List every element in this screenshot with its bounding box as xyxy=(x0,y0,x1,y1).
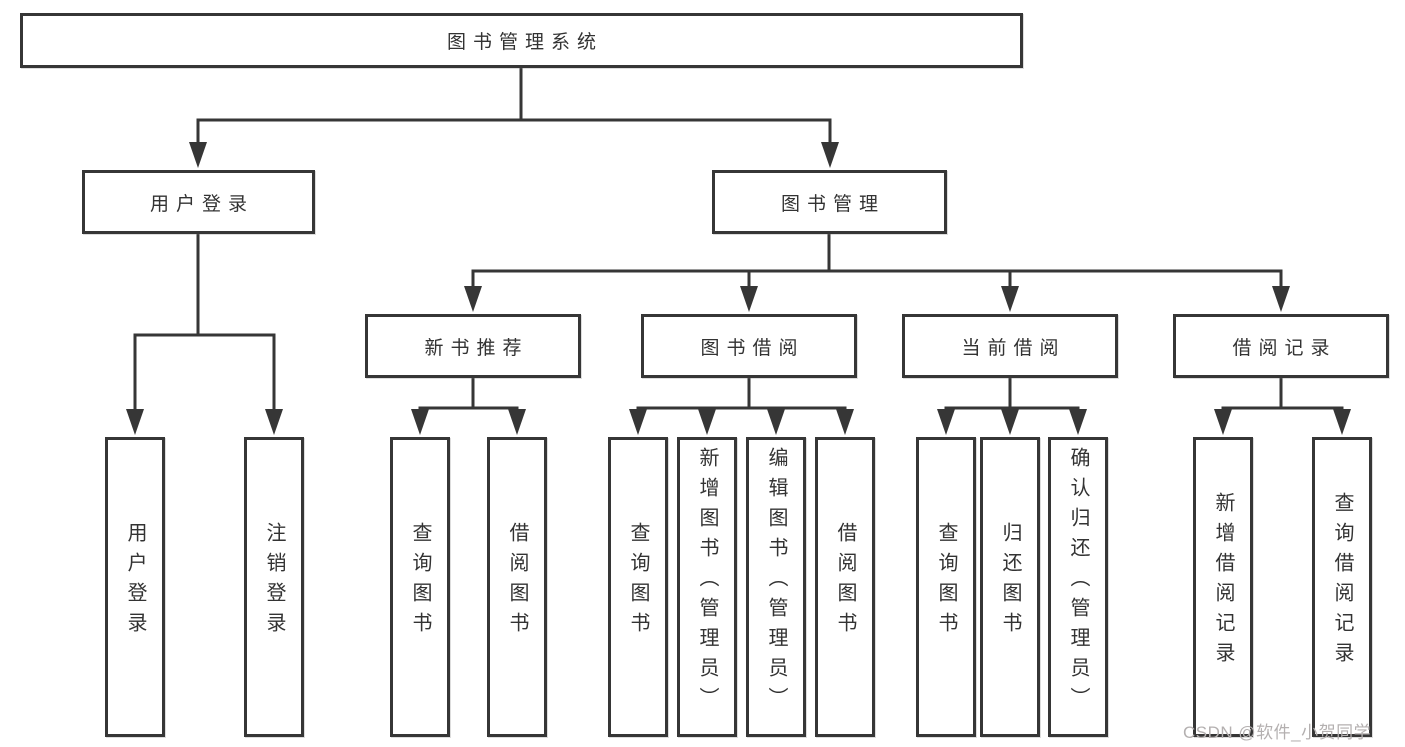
leaf-borrow-add-book-admin: 新增图书（管理员） xyxy=(677,437,737,737)
node-user-login: 用户登录 xyxy=(82,170,315,234)
leaf-label: 查询图书 xyxy=(627,522,649,642)
leaf-borrow-edit-book-admin: 编辑图书（管理员） xyxy=(746,437,806,737)
leaf-current-query-book: 查询图书 xyxy=(916,437,976,737)
leaf-user-login: 用户登录 xyxy=(105,437,165,737)
leaf-current-return-book: 归还图书 xyxy=(980,437,1040,737)
leaf-label: 查询图书 xyxy=(409,522,431,642)
leaf-label: 编辑图书（管理员） xyxy=(765,447,787,717)
node-current-borrow: 当前借阅 xyxy=(902,314,1118,378)
node-root: 图书管理系统 xyxy=(20,13,1023,68)
leaf-label: 注销登录 xyxy=(263,522,285,642)
leaf-label: 确认归还（管理员） xyxy=(1067,447,1089,717)
node-book-management: 图书管理 xyxy=(712,170,947,234)
leaf-newbook-borrow-book: 借阅图书 xyxy=(487,437,547,737)
leaf-record-query-record: 查询借阅记录 xyxy=(1312,437,1372,737)
leaf-current-confirm-return-admin: 确认归还（管理员） xyxy=(1048,437,1108,737)
leaf-label: 归还图书 xyxy=(999,522,1021,642)
leaf-label: 借阅图书 xyxy=(834,522,856,642)
node-new-book-recommend: 新书推荐 xyxy=(365,314,581,378)
leaf-newbook-query-book: 查询图书 xyxy=(390,437,450,737)
arrowheads xyxy=(126,142,1351,435)
leaf-borrow-borrow-book: 借阅图书 xyxy=(815,437,875,737)
node-book-borrow: 图书借阅 xyxy=(641,314,857,378)
csdn-watermark: CSDN @软件_小贺同学 xyxy=(1183,723,1372,742)
leaf-label: 新增图书（管理员） xyxy=(696,447,718,717)
leaf-label: 新增借阅记录 xyxy=(1212,492,1234,672)
leaf-label: 用户登录 xyxy=(124,522,146,642)
leaf-label: 查询图书 xyxy=(935,522,957,642)
leaf-borrow-query-book: 查询图书 xyxy=(608,437,668,737)
node-borrow-record: 借阅记录 xyxy=(1173,314,1389,378)
leaf-label: 借阅图书 xyxy=(506,522,528,642)
leaf-logout: 注销登录 xyxy=(244,437,304,737)
leaf-record-add-record: 新增借阅记录 xyxy=(1193,437,1253,737)
leaf-label: 查询借阅记录 xyxy=(1331,492,1353,672)
